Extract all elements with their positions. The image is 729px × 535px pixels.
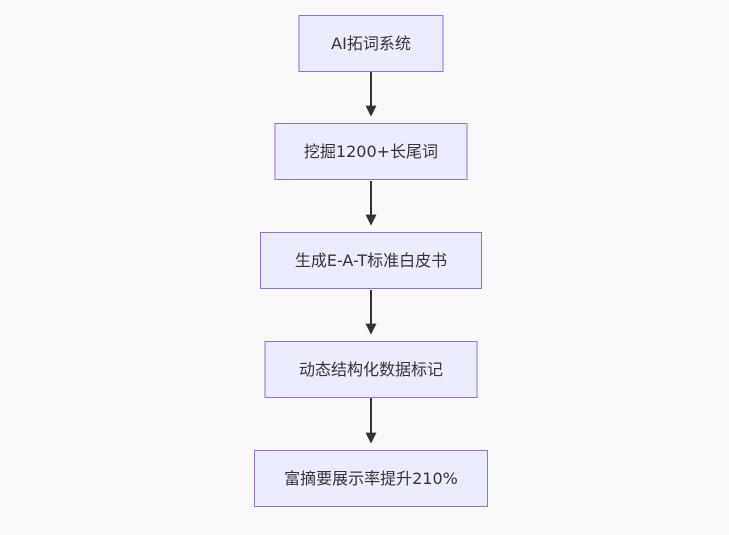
flow-node-dynamic-structured-data: 动态结构化数据标记 bbox=[264, 341, 478, 398]
flow-node-generate-eat-whitepaper: 生成E-A-T标准白皮书 bbox=[260, 232, 482, 289]
flow-node-label: 挖掘1200+长尾词 bbox=[303, 141, 439, 161]
flow-node-label: 生成E-A-T标准白皮书 bbox=[294, 250, 448, 270]
flow-node-label: 动态结构化数据标记 bbox=[298, 359, 443, 379]
flow-node-label: 富摘要展示率提升210% bbox=[284, 468, 458, 488]
flow-node-ai-word-expansion: AI拓词系统 bbox=[298, 15, 444, 72]
flow-node-label: AI拓词系统 bbox=[331, 33, 411, 53]
flow-node-rich-snippet-rate: 富摘要展示率提升210% bbox=[254, 450, 488, 507]
flow-node-mine-longtail-words: 挖掘1200+长尾词 bbox=[274, 123, 468, 180]
